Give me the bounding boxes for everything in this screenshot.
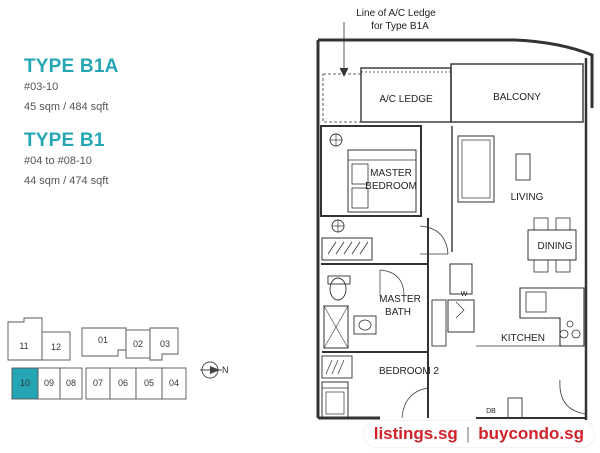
room-label-master-bath-1: MASTER bbox=[379, 294, 421, 305]
ledge-note-line2: for Type B1A bbox=[371, 21, 429, 32]
key-unit-11 bbox=[7, 317, 43, 361]
ledge-note-line1: Line of A/C Ledge bbox=[356, 8, 436, 19]
key-plan bbox=[7, 317, 187, 400]
room-label-kitchen: KITCHEN bbox=[501, 333, 545, 344]
key-unit-04 bbox=[161, 367, 187, 400]
key-label: 10 bbox=[20, 378, 30, 388]
room-labels: Line of A/C Ledge for Type B1A A/C LEDGE… bbox=[356, 8, 572, 415]
key-unit-07 bbox=[85, 367, 111, 400]
key-label: 01 bbox=[98, 335, 108, 345]
type-b1-units: #04 to #08-10 bbox=[24, 155, 92, 167]
room-label-balcony: BALCONY bbox=[493, 92, 541, 103]
key-label: 05 bbox=[144, 378, 154, 388]
watermark-badge: listings.sg | buycondo.sg bbox=[363, 421, 594, 447]
room-label-dining: DINING bbox=[538, 241, 573, 252]
outer-wall bbox=[318, 38, 594, 108]
key-label: 08 bbox=[66, 378, 76, 388]
key-unit-08 bbox=[59, 367, 83, 400]
key-unit-05 bbox=[135, 367, 163, 400]
key-label: 04 bbox=[169, 378, 179, 388]
type-b1a-area: 45 sqm / 484 sqft bbox=[24, 101, 109, 113]
type-b1a-title: TYPE B1A bbox=[24, 56, 119, 77]
key-label: 12 bbox=[51, 342, 61, 352]
key-label: 09 bbox=[44, 378, 54, 388]
room-label-master-bedroom-1: MASTER bbox=[370, 168, 412, 179]
room-label-living: LIVING bbox=[511, 192, 544, 203]
key-label: 02 bbox=[133, 339, 143, 349]
key-unit-01 bbox=[81, 327, 127, 357]
key-label: 07 bbox=[93, 378, 103, 388]
room-label-master-bath-2: BATH bbox=[385, 307, 411, 318]
north-arrow-icon: N bbox=[200, 361, 229, 379]
floorplan bbox=[316, 22, 594, 420]
key-plan-labels: 11 12 01 02 03 10 09 08 07 06 05 04 bbox=[19, 335, 179, 388]
key-label: 03 bbox=[160, 339, 170, 349]
north-label: N bbox=[222, 365, 229, 375]
room-label-master-bedroom-2: BEDROOM bbox=[365, 181, 417, 192]
type-b1-area: 44 sqm / 474 sqft bbox=[24, 175, 109, 187]
watermark-listings: listings.sg bbox=[373, 424, 458, 443]
key-unit-12 bbox=[41, 331, 71, 361]
key-label: 06 bbox=[118, 378, 128, 388]
key-label: 11 bbox=[19, 341, 28, 351]
room-label-bedroom-2: BEDROOM 2 bbox=[379, 366, 439, 377]
room-label-db: DB bbox=[486, 408, 496, 415]
key-unit-03 bbox=[149, 327, 179, 361]
room-label-w: W bbox=[461, 291, 468, 298]
watermark-separator: | bbox=[465, 424, 471, 443]
room-label-ac-ledge: A/C LEDGE bbox=[379, 94, 433, 105]
watermark-buycondo: buycondo.sg bbox=[478, 424, 584, 443]
type-b1a-units: #03-10 bbox=[24, 81, 59, 93]
type-b1-title: TYPE B1 bbox=[24, 130, 105, 151]
